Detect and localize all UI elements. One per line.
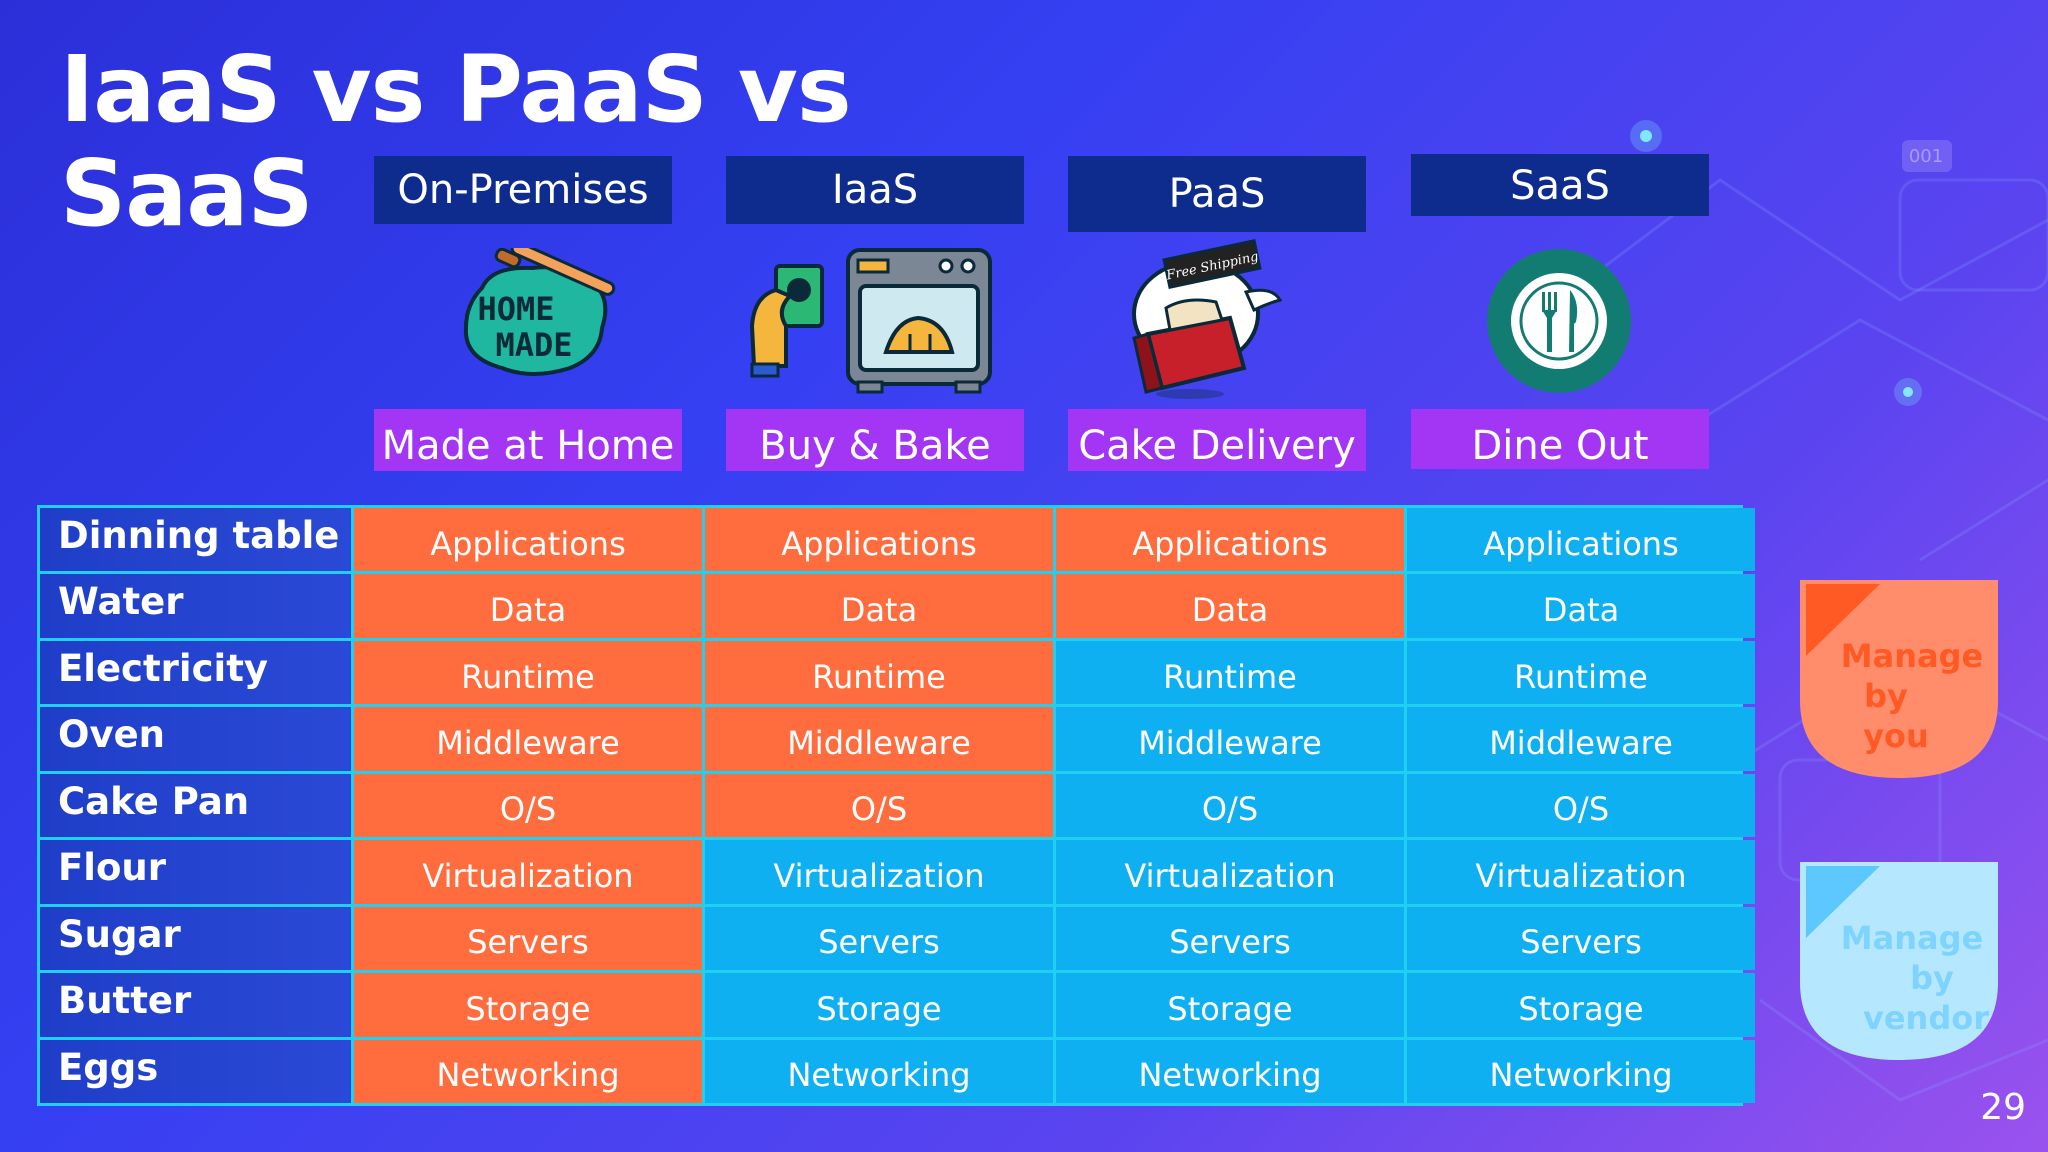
home-made-icon: HOME MADE xyxy=(463,248,616,376)
legend-you-shape xyxy=(1800,580,1998,778)
cell-iaas-servers: Servers xyxy=(705,906,1053,971)
analogy-label-dine-out: Dine Out xyxy=(1411,409,1709,469)
cell-iaas-storage: Storage xyxy=(705,973,1053,1037)
plate-cutlery-icon xyxy=(1487,249,1631,393)
legend-vendor-shape xyxy=(1800,862,1998,1060)
column-header-paas: PaaS xyxy=(1068,156,1366,232)
cell-paas-servers: Servers xyxy=(1056,906,1404,971)
row-label-flour: Flour xyxy=(40,840,351,904)
cell-saas-virtualization: Virtualization xyxy=(1407,840,1755,904)
analogy-label-made-at-home: Made at Home xyxy=(374,409,682,471)
cell-saas-middleware: Middleware xyxy=(1407,707,1755,771)
background-watermark-label: 001 xyxy=(1909,146,1943,167)
cell-paas-data: Data xyxy=(1056,574,1404,638)
cake-delivery-icon: Free Shipping xyxy=(1132,238,1283,399)
row-label-sugar: Sugar xyxy=(40,906,351,971)
column-header-on-premises: On-Premises xyxy=(374,156,672,224)
cell-on-premises-middleware: Middleware xyxy=(354,707,702,771)
legend-vendor-line-3: vendor xyxy=(1862,999,1989,1037)
cell-saas-servers: Servers xyxy=(1407,906,1755,971)
cell-saas-applications: Applications xyxy=(1407,508,1755,572)
cell-saas-os: O/S xyxy=(1407,773,1755,838)
cell-on-premises-data: Data xyxy=(354,574,702,638)
analogy-label-cake-delivery: Cake Delivery xyxy=(1068,409,1366,471)
cell-paas-networking: Networking xyxy=(1056,1039,1404,1103)
row-label-eggs: Eggs xyxy=(40,1039,351,1103)
cell-on-premises-storage: Storage xyxy=(354,973,702,1037)
row-label-dinning-table: Dinning table xyxy=(40,508,351,572)
row-label-water: Water xyxy=(40,574,351,638)
cell-paas-runtime: Runtime xyxy=(1056,640,1404,705)
legend-you-line-1: Manage xyxy=(1840,637,1984,675)
cell-on-premises-servers: Servers xyxy=(354,906,702,971)
cell-iaas-applications: Applications xyxy=(705,508,1053,572)
cell-paas-middleware: Middleware xyxy=(1056,707,1404,771)
cell-saas-runtime: Runtime xyxy=(1407,640,1755,705)
legend-you-line-3: you xyxy=(1863,717,1929,755)
cell-iaas-os: O/S xyxy=(705,773,1053,838)
cell-on-premises-networking: Networking xyxy=(354,1039,702,1103)
column-header-iaas: IaaS xyxy=(726,156,1024,224)
legend-manage-by-vendor: Manage by vendor xyxy=(1796,858,2002,1064)
cell-iaas-networking: Networking xyxy=(705,1039,1053,1103)
legend-manage-by-you: Manage by you xyxy=(1796,576,2002,782)
cell-iaas-virtualization: Virtualization xyxy=(705,840,1053,904)
cell-iaas-middleware: Middleware xyxy=(705,707,1053,771)
oven-icon xyxy=(749,248,992,394)
cell-paas-os: O/S xyxy=(1056,773,1404,838)
slide-title: IaaS vs PaaS vs SaaS xyxy=(60,36,852,247)
cell-saas-networking: Networking xyxy=(1407,1039,1755,1103)
cell-paas-applications: Applications xyxy=(1056,508,1404,572)
legend-vendor-line-1: Manage xyxy=(1840,919,1984,957)
home-made-icon-text-line-1: HOME xyxy=(477,290,554,328)
cell-saas-storage: Storage xyxy=(1407,973,1755,1037)
row-label-oven: Oven xyxy=(40,707,351,771)
legend-vendor-line-2: by xyxy=(1910,959,1954,997)
cell-paas-storage: Storage xyxy=(1056,973,1404,1037)
row-label-butter: Butter xyxy=(40,973,351,1037)
row-label-cake-pan: Cake Pan xyxy=(40,773,351,838)
row-label-electricity: Electricity xyxy=(40,640,351,705)
cell-paas-virtualization: Virtualization xyxy=(1056,840,1404,904)
cell-on-premises-applications: Applications xyxy=(354,508,702,572)
legend-you-line-2: by xyxy=(1864,677,1908,715)
cell-on-premises-os: O/S xyxy=(354,773,702,838)
cell-saas-data: Data xyxy=(1407,574,1755,638)
cell-on-premises-runtime: Runtime xyxy=(354,640,702,705)
analogy-label-buy-and-bake: Buy & Bake xyxy=(726,409,1024,471)
column-header-saas: SaaS xyxy=(1411,154,1709,216)
page-number: 29 xyxy=(1980,1087,2026,1128)
cell-on-premises-virtualization: Virtualization xyxy=(354,840,702,904)
home-made-icon-text-line-2: MADE xyxy=(495,326,572,364)
cell-iaas-runtime: Runtime xyxy=(705,640,1053,705)
responsibility-table: Dinning table Applications Applications … xyxy=(37,505,1755,1106)
cell-iaas-data: Data xyxy=(705,574,1053,638)
